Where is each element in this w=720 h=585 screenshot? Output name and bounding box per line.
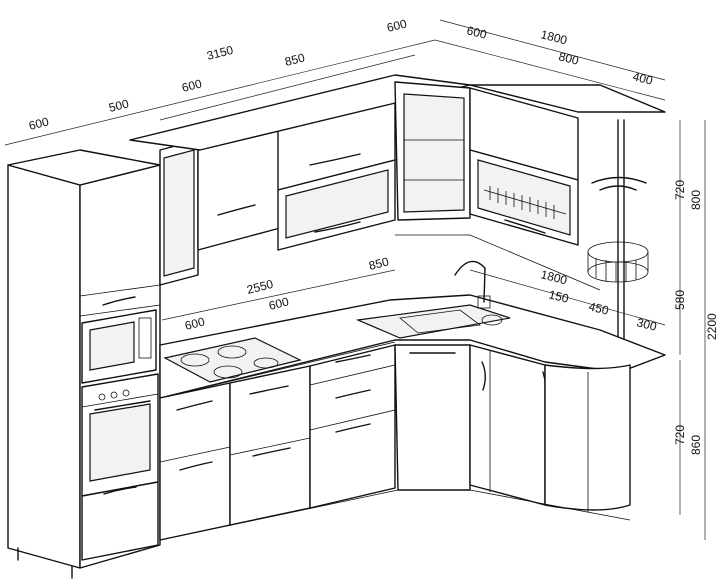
dim-counter-600-a: 600 (183, 314, 206, 333)
dim-height-720-upper: 720 (673, 180, 687, 200)
dim-top-600-b: 600 (180, 76, 203, 95)
dim-top-500: 500 (107, 96, 130, 115)
dim-counter-600-b: 600 (267, 294, 290, 313)
dim-top-600-c: 600 (385, 16, 408, 35)
dim-counter-300: 300 (635, 315, 658, 334)
corner-upper-cabinet (394, 81, 471, 221)
dim-height-580: 580 (673, 290, 687, 310)
upper-cabinets-right (469, 84, 666, 246)
dim-counter-2550: 2550 (245, 277, 275, 297)
dim-counter-850: 850 (367, 254, 390, 273)
faucet (454, 260, 491, 309)
base-cabinets-right (394, 344, 631, 512)
bottom-drawer (81, 481, 159, 561)
dim-top-total-left: 3150 (205, 43, 235, 63)
dim-top-600-a: 600 (27, 114, 50, 133)
dim-height-2200: 2200 (705, 313, 719, 340)
dimension-lines (4, 19, 706, 540)
dim-top-850: 850 (283, 50, 306, 69)
base-cabinets-left (159, 344, 396, 541)
pole-with-racks (587, 119, 649, 359)
oven (81, 373, 159, 497)
dim-counter-1800: 1800 (539, 267, 569, 287)
dim-top-400: 400 (631, 69, 654, 88)
dim-counter-150: 150 (547, 287, 570, 306)
dim-top-800: 800 (557, 49, 580, 68)
dim-height-800: 800 (689, 190, 703, 210)
upper-cabinets-left (129, 74, 471, 286)
cooktop (163, 337, 302, 383)
dim-top-total-right: 1800 (539, 27, 569, 47)
dim-counter-450: 450 (587, 299, 610, 318)
fridge-handle (102, 296, 136, 306)
dim-top-600-d: 600 (465, 23, 488, 42)
sink (355, 304, 511, 339)
dim-height-720-lower: 720 (673, 425, 687, 445)
dim-height-860: 860 (689, 435, 703, 455)
microwave (81, 309, 157, 384)
